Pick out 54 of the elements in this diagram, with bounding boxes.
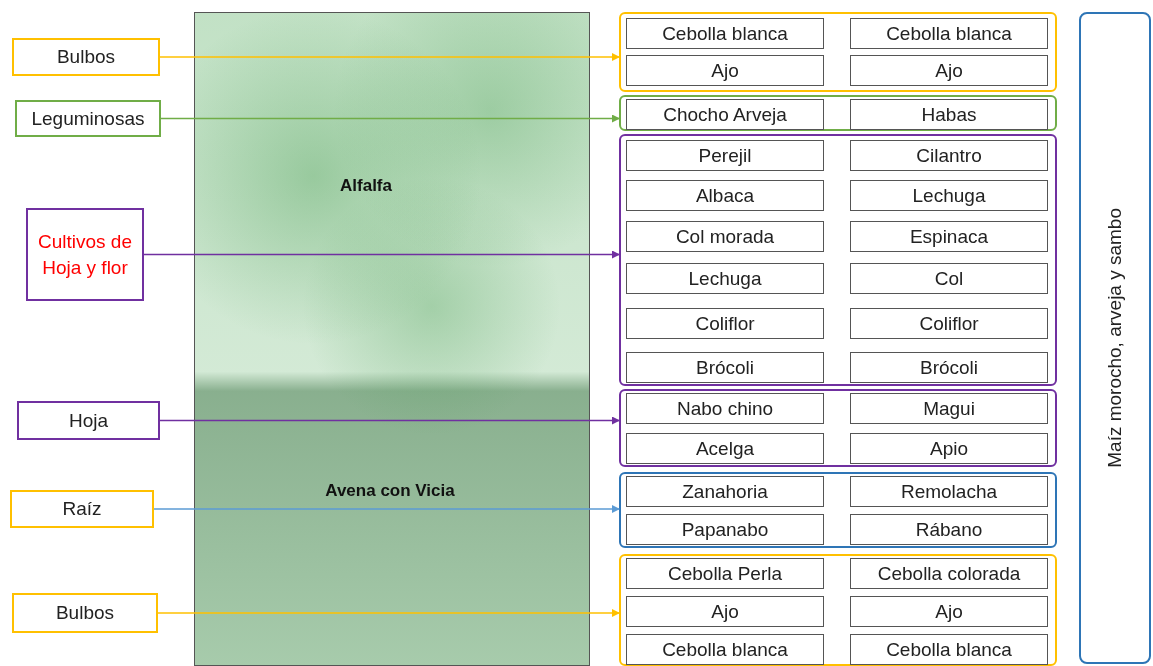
group-box xyxy=(619,389,1057,467)
group-box xyxy=(619,134,1057,386)
crop-box: Coliflor xyxy=(626,308,824,339)
crop-box: Chocho Arveja xyxy=(626,99,824,130)
crop-box: Papanabo xyxy=(626,514,824,545)
arrow xyxy=(160,114,620,123)
crop-box: Ajo xyxy=(850,596,1048,627)
arrow xyxy=(143,250,620,259)
crop-box: Espinaca xyxy=(850,221,1048,252)
crop-box: Cebolla colorada xyxy=(850,558,1048,589)
label-box: Bulbos xyxy=(12,38,160,76)
crop-box: Zanahoria xyxy=(626,476,824,507)
crop-box: Coliflor xyxy=(850,308,1048,339)
group-box xyxy=(619,472,1057,548)
arrow xyxy=(159,416,620,425)
arrow xyxy=(153,505,620,513)
group-box xyxy=(619,95,1057,131)
arrow xyxy=(157,609,620,617)
side-box xyxy=(1079,12,1151,664)
crop-box: Col xyxy=(850,263,1048,294)
field-label: Avena con Vicia xyxy=(325,482,455,500)
crop-box: Magui xyxy=(850,393,1048,424)
crop-box: Ajo xyxy=(626,596,824,627)
crop-box: Lechuga xyxy=(850,180,1048,211)
crop-box: Cebolla Perla xyxy=(626,558,824,589)
field-label: Alfalfa xyxy=(340,177,392,195)
crop-box: Nabo chino xyxy=(626,393,824,424)
crop-box: Cebolla blanca xyxy=(626,18,824,49)
crop-box: Ajo xyxy=(626,55,824,86)
label-box: Cultivos de Hoja y flor xyxy=(26,208,144,301)
crop-box: Apio xyxy=(850,433,1048,464)
label-box: Bulbos xyxy=(12,593,158,633)
crop-box: Acelga xyxy=(626,433,824,464)
crop-box: Remolacha xyxy=(850,476,1048,507)
crop-box: Perejil xyxy=(626,140,824,171)
crop-box: Brócoli xyxy=(626,352,824,383)
label-box: Raíz xyxy=(10,490,154,528)
crop-box: Col morada xyxy=(626,221,824,252)
crop-box: Cilantro xyxy=(850,140,1048,171)
side-label: Maíz morocho, arveja y sambo xyxy=(1104,208,1126,468)
label-box: Leguminosas xyxy=(15,100,161,137)
crop-box: Cebolla blanca xyxy=(850,634,1048,665)
group-box xyxy=(619,554,1057,666)
crop-box: Rábano xyxy=(850,514,1048,545)
crop-box: Lechuga xyxy=(626,263,824,294)
crop-box: Brócoli xyxy=(850,352,1048,383)
crop-box: Cebolla blanca xyxy=(850,18,1048,49)
crop-box: Albaca xyxy=(626,180,824,211)
crop-box: Habas xyxy=(850,99,1048,130)
crop-box: Ajo xyxy=(850,55,1048,86)
group-box xyxy=(619,12,1057,92)
crop-box: Cebolla blanca xyxy=(626,634,824,665)
arrow xyxy=(159,53,620,61)
label-box: Hoja xyxy=(17,401,160,440)
